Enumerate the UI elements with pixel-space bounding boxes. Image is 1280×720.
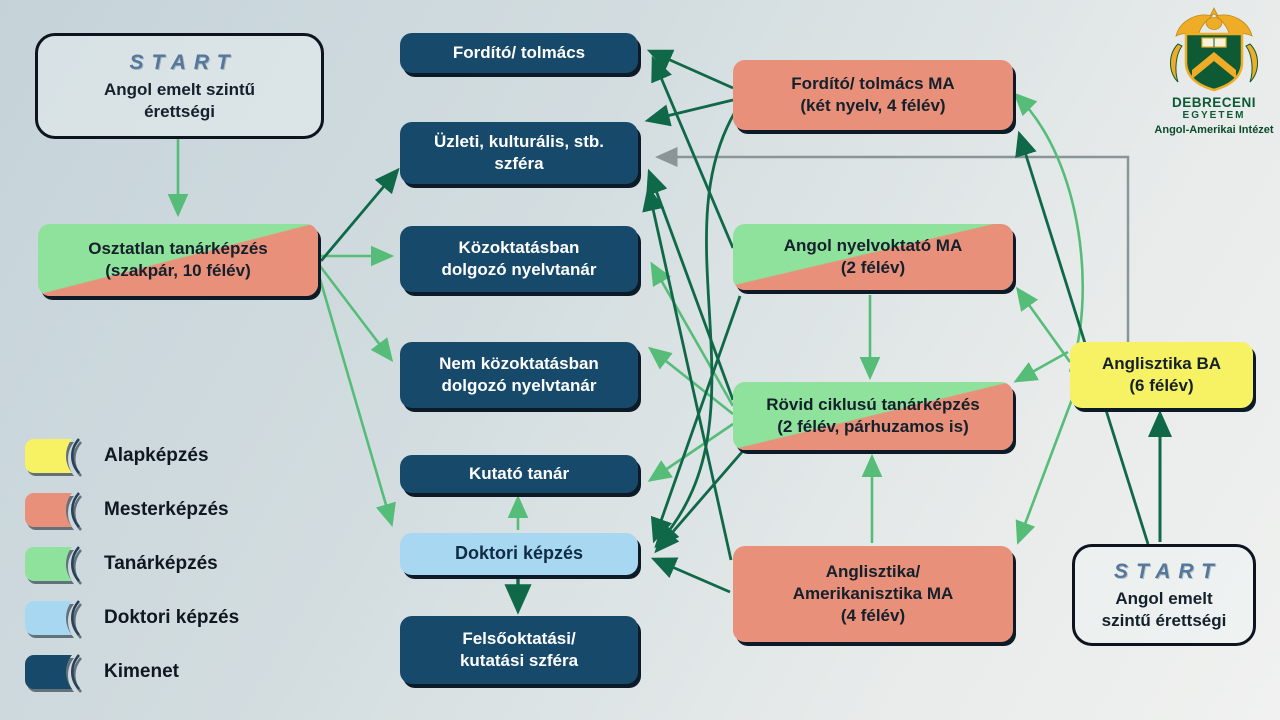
university-logo: DEBRECENI EGYETEM Angol-Amerikai Intézet — [1152, 6, 1276, 136]
edge-amerma-doktori — [650, 557, 731, 594]
legend-swatch-blue-icon — [25, 600, 80, 636]
node-uzleti-szfera: Üzleti, kulturális, stb. szféra — [400, 122, 638, 184]
university-crest-icon — [1170, 7, 1258, 92]
node-fordito-tolmacs: Fordító/ tolmács — [400, 33, 638, 73]
legend-label-doktori: Doktori képzés — [104, 607, 240, 628]
node-kutato-label: Kutató tanár — [468, 463, 570, 483]
legend: Alapképzés Mesterképzés Tanárképzés Dokt… — [22, 436, 239, 706]
node-uzleti-label: Üzleti, kulturális, stb. szféra — [433, 131, 605, 173]
node-start-bottom-label: Angol emelt szintű érettségi — [1101, 588, 1227, 630]
node-doktori-label: Doktori képzés — [454, 543, 584, 564]
legend-item-tanarkepzes: Tanárképzés — [22, 544, 239, 584]
node-nem-kozoktatasban-nyelvtanar: Nem közoktatásban dolgozó nyelvtanár — [400, 342, 638, 408]
node-felsooktatasi-szfera: Felsőoktatási/ kutatási szféra — [400, 616, 638, 684]
edge-angolnyelv-doktori — [650, 295, 742, 544]
node-osztatlan-label: Osztatlan tanárképzés (szakpár, 10 félév… — [88, 238, 268, 280]
edge-osztatlan-doktori — [316, 271, 396, 527]
node-kutato-tanar: Kutató tanár — [400, 455, 638, 493]
edge-osztatlan-nemkozokt — [318, 265, 394, 363]
legend-item-mesterkepzes: Mesterképzés — [22, 490, 239, 530]
edge-angolnyelv-fordito — [651, 55, 735, 249]
legend-swatch-salmon-icon — [25, 492, 80, 528]
edge-fma-doktori — [654, 111, 737, 549]
node-start-top: START Angol emelt szintű érettségi — [35, 33, 324, 139]
legend-label-mesterkepzes: Mesterképzés — [104, 499, 229, 520]
legend-item-alapkepzes: Alapképzés — [22, 436, 239, 476]
node-doktori-kepzes: Doktori képzés — [400, 533, 638, 575]
node-felsookt-label: Felsőoktatási/ kutatási szféra — [459, 628, 579, 670]
node-kozoktatasban-nyelvtanar: Közoktatásban dolgozó nyelvtanár — [400, 226, 638, 292]
edge-ba-uzleti — [655, 147, 1130, 342]
legend-label-tanarkepzes: Tanárképzés — [104, 553, 218, 574]
edge-ba-angolnyelv — [1015, 286, 1072, 363]
edge-rovid-kozokt — [650, 261, 735, 407]
logo-subtitle: EGYETEM — [1182, 110, 1246, 121]
node-nemkozokt-label: Nem közoktatásban dolgozó nyelvtanár — [439, 353, 599, 395]
edge-ba-rovid — [1013, 350, 1069, 383]
node-kozokt-label: Közoktatásban dolgozó nyelvtanár — [441, 237, 597, 279]
node-fordito-label: Fordító/ tolmács — [452, 42, 586, 62]
legend-swatch-green-icon — [25, 546, 80, 582]
logo-title: DEBRECENI — [1171, 95, 1256, 110]
node-ba-label: Anglisztika BA (6 félév) — [1101, 353, 1222, 395]
edge-ba-fma — [1013, 92, 1085, 373]
phoenix-icon — [1175, 7, 1253, 37]
node-angolnyelv-label: Angol nyelvoktató MA (2 félév) — [783, 235, 963, 277]
node-amerma-label: Anglisztika/ Amerikanisztika MA (4 félév… — [792, 561, 954, 626]
start-badge-bottom: START — [1114, 560, 1222, 584]
node-osztatlan-tanarkepzes: Osztatlan tanárképzés (szakpár, 10 félév… — [38, 224, 318, 296]
node-anglisztika-ba: Anglisztika BA (6 félév) — [1070, 342, 1253, 408]
legend-swatch-navy-icon — [25, 654, 80, 690]
edge-rovid-doktori — [654, 451, 744, 554]
logo-institute: Angol-Amerikai Intézet — [1154, 124, 1274, 136]
shield-icon — [1184, 32, 1244, 92]
legend-item-doktori: Doktori képzés — [22, 598, 239, 638]
node-fma-label: Fordító/ tolmács MA (két nyelv, 4 félév) — [791, 73, 955, 115]
edge-start2-fma — [1015, 130, 1150, 545]
edge-osztatlan-uzleti — [319, 167, 400, 262]
node-angol-nyelvoktato-ma: Angol nyelvoktató MA (2 félév) — [733, 224, 1013, 290]
edge-rovid-kutato — [647, 422, 734, 482]
node-anglisztika-amerikanisztika-ma: Anglisztika/ Amerikanisztika MA (4 félév… — [733, 546, 1013, 642]
node-rovid-label: Rövid ciklusú tanárképzés (2 félév, párh… — [766, 394, 980, 436]
legend-label-kimenet: Kimenet — [104, 661, 179, 682]
node-start-top-label: Angol emelt szintű érettségi — [103, 79, 256, 121]
mantling-icon — [1170, 43, 1258, 83]
legend-swatch-yellow-icon — [25, 438, 80, 474]
chevron-icon — [1192, 52, 1236, 79]
node-start-bottom: START Angol emelt szintű érettségi — [1072, 544, 1256, 646]
edge-rovid-uzleti — [646, 168, 735, 401]
edge-ba-amerma — [1015, 385, 1079, 545]
edge-amerma-uzleti — [642, 185, 733, 561]
legend-label-alapkepzes: Alapképzés — [104, 445, 209, 466]
edge-fma-uzleti — [644, 98, 734, 127]
node-fordito-tolmacs-ma: Fordító/ tolmács MA (két nyelv, 4 félév) — [733, 60, 1013, 130]
start-badge: START — [129, 51, 238, 75]
node-rovid-ciklusu-tanarkepzes: Rövid ciklusú tanárképzés (2 félév, párh… — [733, 382, 1013, 450]
legend-item-kimenet: Kimenet — [22, 652, 239, 692]
